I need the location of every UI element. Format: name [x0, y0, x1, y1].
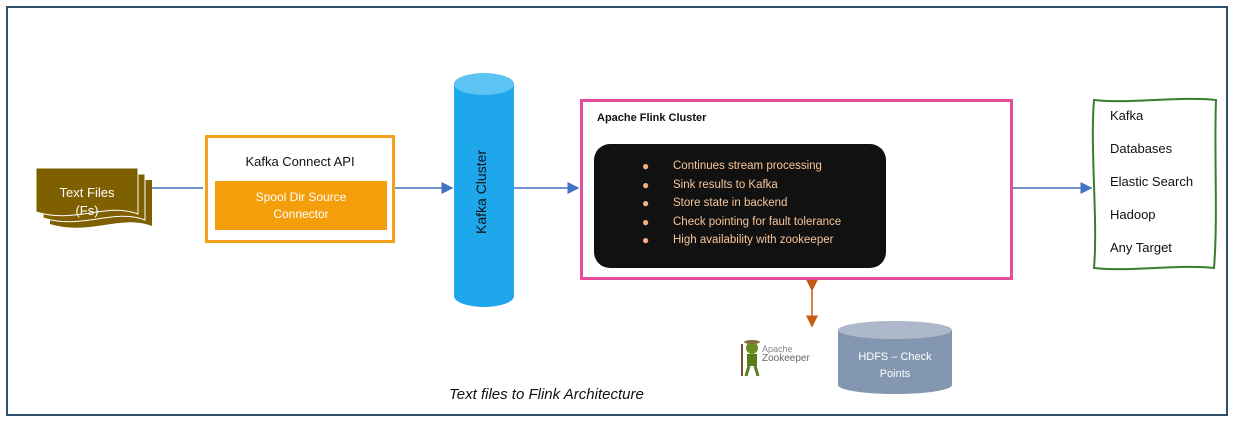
flink-cluster-title: Apache Flink Cluster [597, 112, 707, 124]
zookeeper-line1: Apache [762, 344, 793, 354]
target-item-elastic-search: Elastic Search [1110, 174, 1194, 189]
spool-dir-line1: Spool Dir Source [255, 189, 347, 204]
flink-features-list: ● Continues stream processing ● Sink resul… [642, 157, 841, 250]
list-item: ● Store state in backend [642, 194, 841, 213]
list-item: ● High availability with zookeeper [642, 231, 841, 250]
list-item: ● Sink results to Kafka [642, 176, 841, 195]
kafka-connect-title: Kafka Connect API [245, 154, 355, 169]
kafka-connect-box: Kafka Connect API Spool Dir Source Conne… [205, 135, 395, 243]
bullet-text: Continues stream processing [673, 160, 822, 172]
zookeeper-logo [741, 340, 760, 377]
spool-dir-line2: Connector [273, 206, 329, 221]
hdfs-line2: Points [879, 368, 911, 380]
bullet-text: High availability with zookeeper [673, 234, 834, 246]
target-item-kafka: Kafka [1110, 108, 1144, 123]
spool-dir-connector: Spool Dir Source Connector [215, 181, 387, 230]
text-files-line2: (Fs) [75, 203, 99, 218]
zookeeper-line2: Zookeeper [762, 353, 810, 364]
hdfs-cylinder [838, 321, 952, 394]
bullet-icon: ● [642, 233, 650, 247]
kafka-cluster-label: Kafka Cluster [473, 149, 489, 234]
target-item-databases: Databases [1110, 141, 1173, 156]
diagram-caption: Text files to Flink Architecture [449, 386, 644, 403]
rocksdb-line2: State Backend [914, 232, 986, 244]
target-item-any-target: Any Target [1110, 240, 1172, 255]
list-item: ● Continues stream processing [642, 157, 841, 176]
bullet-text: Sink results to Kafka [673, 178, 778, 191]
kafka-cluster-cylinder [454, 73, 514, 307]
hdfs-label: HDFS – Check Points [838, 349, 952, 383]
targets-box [1091, 97, 1218, 271]
hdfs-line1: HDFS – Check [858, 351, 932, 363]
bullet-icon: ● [642, 177, 650, 192]
flink-cluster-box: Apache Flink Cluster ● Continues stream p… [580, 99, 1013, 280]
target-item-hadoop: Hadoop [1110, 207, 1156, 222]
bullet-text: Store state in backend [673, 197, 788, 209]
bullet-icon: ● [642, 159, 650, 173]
text-files-line1: Text Files [59, 185, 115, 200]
zookeeper-label: Apache Zookeeper [762, 344, 810, 364]
bullet-icon: ● [642, 214, 650, 229]
bullet-icon: ● [642, 196, 650, 210]
diagram-frame [6, 6, 1228, 416]
rocksdb-label: RocksDB State Backend [898, 213, 1002, 247]
text-files-label: Text Files (Fs) [36, 184, 138, 220]
list-item: ● Check pointing for fault tolerance [642, 213, 841, 232]
rocksdb-line1: RocksDB [927, 215, 973, 227]
flink-features-panel: ● Continues stream processing ● Sink resul… [594, 144, 886, 268]
text-files-shape [35, 167, 152, 228]
bullet-text: Check pointing for fault tolerance [673, 215, 842, 228]
